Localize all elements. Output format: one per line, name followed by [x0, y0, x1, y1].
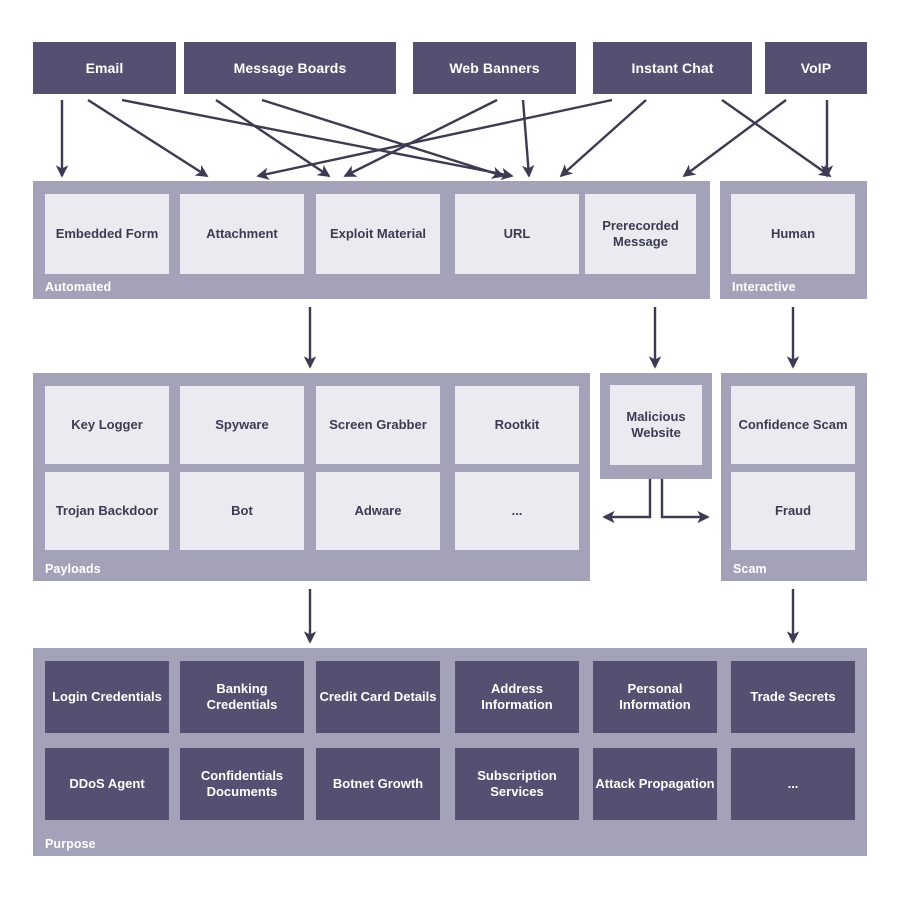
tile-embedded-form[interactable]: Embedded Form [45, 194, 169, 274]
tile-credit-card-details[interactable]: Credit Card Details [316, 661, 440, 733]
tile-ddos-agent[interactable]: DDoS Agent [45, 748, 169, 820]
tile-fraud[interactable]: Fraud [731, 472, 855, 550]
tile-ellipsis[interactable]: ... [731, 748, 855, 820]
channel-box-message-boards[interactable]: Message Boards [184, 42, 396, 94]
arrow-malicious-website-right [660, 479, 710, 524]
group-label-interactive: Interactive [732, 279, 796, 294]
tile-trojan-backdoor[interactable]: Trojan Backdoor [45, 472, 169, 550]
tile-url[interactable]: URL [455, 194, 579, 274]
tile-spyware[interactable]: Spyware [180, 386, 304, 464]
group-label-automated: Automated [45, 279, 112, 294]
arrow-email-to-attachment [87, 98, 209, 178]
arrow-message-boards-to-url [261, 98, 505, 179]
arrow-instant-chat-to-url [559, 99, 647, 178]
tile-human[interactable]: Human [731, 194, 855, 274]
tile-botnet-growth[interactable]: Botnet Growth [316, 748, 440, 820]
tile-adware[interactable]: Adware [316, 472, 440, 550]
tile-confidentials-documents[interactable]: Confidentials Documents [180, 748, 304, 820]
arrow-malicious-website-left [602, 479, 652, 524]
tile-attack-propagation[interactable]: Attack Propagation [593, 748, 717, 820]
arrow-web-banners-to-exploit-material [343, 98, 498, 178]
tile-subscription-services[interactable]: Subscription Services [455, 748, 579, 820]
arrow-message-boards-to-exploit-material [215, 99, 331, 177]
tile-screen-grabber[interactable]: Screen Grabber [316, 386, 440, 464]
tile-trade-secrets[interactable]: Trade Secrets [731, 661, 855, 733]
tile-login-credentials[interactable]: Login Credentials [45, 661, 169, 733]
arrow-voip-to-prerecorded-message [682, 99, 787, 178]
arrow-instant-chat-to-human [721, 99, 832, 178]
tile-banking-credentials[interactable]: Banking Credentials [180, 661, 304, 733]
tile-exploit-material[interactable]: Exploit Material [316, 194, 440, 274]
group-label-purpose: Purpose [45, 836, 96, 851]
tile-malicious-website[interactable]: Malicious Website [610, 385, 702, 465]
arrow-web-banners-to-url [521, 99, 535, 178]
tile-key-logger[interactable]: Key Logger [45, 386, 169, 464]
arrow-email-to-url [121, 98, 514, 181]
tile-attachment[interactable]: Attachment [180, 194, 304, 274]
channel-box-email[interactable]: Email [33, 42, 176, 94]
channel-box-web-banners[interactable]: Web Banners [413, 42, 576, 94]
channel-box-voip[interactable]: VoIP [765, 42, 867, 94]
tile-personal-information[interactable]: Personal Information [593, 661, 717, 733]
channel-box-instant-chat[interactable]: Instant Chat [593, 42, 752, 94]
tile-rootkit[interactable]: Rootkit [455, 386, 579, 464]
tile-address-information[interactable]: Address Information [455, 661, 579, 733]
arrow-instant-chat-to-attachment [256, 98, 613, 180]
tile-prerecorded-message[interactable]: Prerecorded Message [585, 194, 696, 274]
group-panel-purpose: Purpose [33, 648, 867, 856]
tile-confidence-scam[interactable]: Confidence Scam [731, 386, 855, 464]
group-label-payloads: Payloads [45, 561, 101, 576]
tile-ellipsis[interactable]: ... [455, 472, 579, 550]
tile-bot[interactable]: Bot [180, 472, 304, 550]
group-label-scam: Scam [733, 561, 767, 576]
